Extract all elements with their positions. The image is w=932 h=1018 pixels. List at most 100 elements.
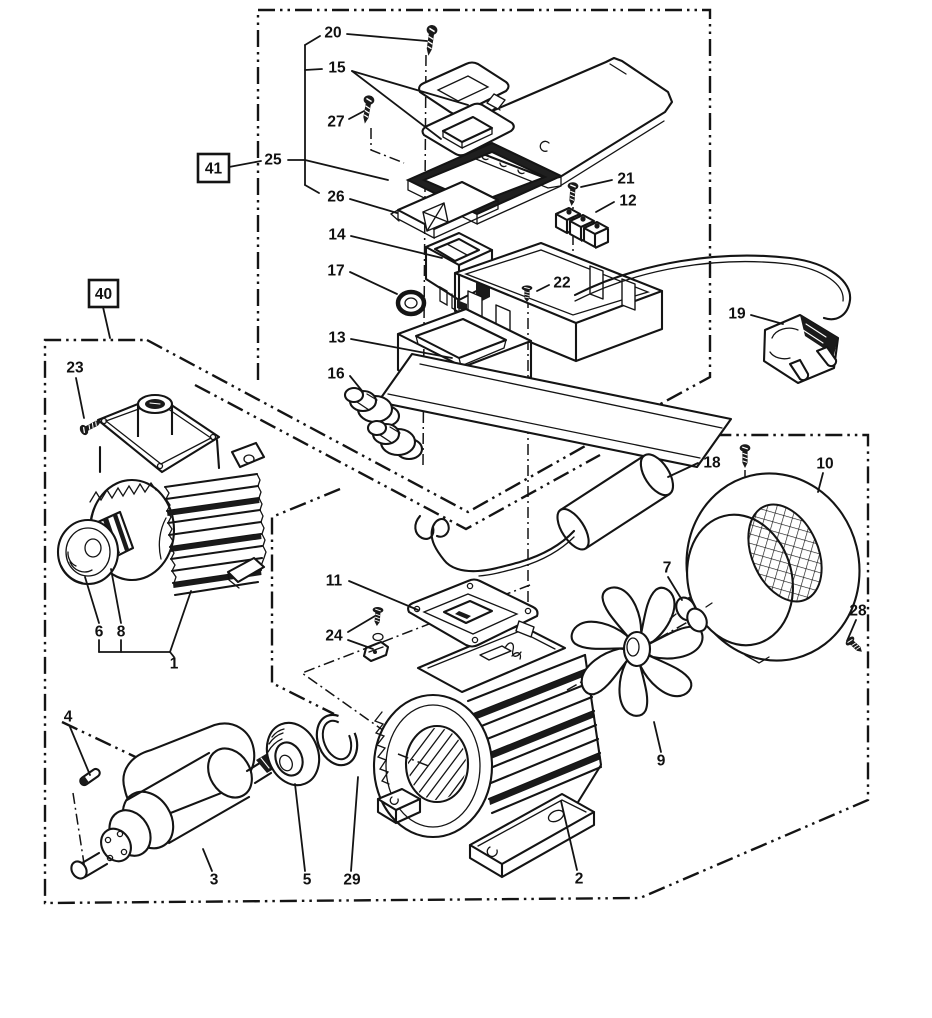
leader-19 <box>750 314 784 325</box>
leader-15 <box>351 70 469 106</box>
part-grommet-17 <box>395 289 427 317</box>
region-border-group-40-and-motor <box>43 338 870 905</box>
callout-6: 6 <box>95 624 104 641</box>
cable-clip-mark <box>539 140 550 152</box>
leader-7 <box>667 576 683 601</box>
leader-12 <box>595 201 615 213</box>
callout-4: 4 <box>64 709 73 726</box>
assembly-box-label-41: 41 <box>205 161 223 178</box>
region-border-inner-chevron <box>194 383 601 531</box>
part-fan-9 <box>570 586 704 717</box>
part-lower-frame-26 <box>389 180 500 240</box>
part-pump-unit-1 <box>56 393 267 597</box>
leader-2 <box>560 800 578 871</box>
callout-16: 16 <box>327 366 345 383</box>
leader-20 <box>346 33 428 42</box>
screw-21-icon <box>565 181 580 207</box>
leader-16 <box>349 375 364 393</box>
callout-8: 8 <box>117 624 126 641</box>
callout-2: 2 <box>575 871 584 888</box>
part-cover-plate-11 <box>407 578 539 648</box>
callout-15: 15 <box>328 60 346 77</box>
assembly-box-label-40: 40 <box>95 286 112 303</box>
callout-20: 20 <box>324 25 341 42</box>
part-motor-foot-front <box>376 787 422 825</box>
callout-1: 1 <box>170 656 179 673</box>
leader-22 <box>536 284 550 292</box>
leader-3 <box>202 848 213 872</box>
axis-screw27-axis <box>370 128 405 164</box>
callout-17: 17 <box>327 263 344 280</box>
callout-23: 23 <box>66 360 84 377</box>
leader-14 <box>350 235 443 259</box>
leader-8 <box>110 568 122 624</box>
part-cover-plate-15a <box>418 61 510 122</box>
bracket-tick-20 <box>304 35 321 46</box>
screw-27-icon <box>358 93 376 126</box>
leader-15 <box>351 70 442 140</box>
callout-29: 29 <box>343 872 361 889</box>
leader-5 <box>294 783 306 872</box>
part-power-cord <box>573 254 852 321</box>
assembly-box-41 <box>196 152 231 184</box>
leader-25 <box>304 159 389 181</box>
callout-26: 26 <box>327 189 345 206</box>
leader-27 <box>348 109 367 120</box>
region-border-group-41 <box>256 8 712 409</box>
bracket-tick-1 <box>169 651 175 658</box>
leader-18 <box>667 462 699 478</box>
box-connector-40 <box>102 306 111 339</box>
region-border-group-40-right-edge <box>270 487 341 716</box>
callout-7: 7 <box>663 560 672 577</box>
leader-21 <box>580 179 613 188</box>
callout-27: 27 <box>327 114 344 131</box>
callout-5: 5 <box>303 872 312 889</box>
assembly-box-40 <box>87 278 120 309</box>
leader-6 <box>84 576 100 624</box>
callout-3: 3 <box>210 872 219 889</box>
callout-13: 13 <box>328 330 346 347</box>
callout-25: 25 <box>264 152 282 169</box>
part-screw24-washer-clip <box>362 632 390 663</box>
leader-28 <box>846 619 857 642</box>
leader-23 <box>75 377 85 419</box>
callout-10: 10 <box>816 456 833 473</box>
leader-24 <box>347 639 374 650</box>
part-key-4 <box>79 767 101 787</box>
leader-26 <box>349 198 398 214</box>
leader-29 <box>350 776 359 872</box>
leader-17 <box>349 271 398 295</box>
bore-center-axis <box>397 753 432 768</box>
cover-screw-icon <box>738 443 752 469</box>
box-connector-41 <box>228 160 262 168</box>
callout-9: 9 <box>657 753 666 770</box>
region-border-rotor-diagonal <box>61 720 206 792</box>
part-base-skirt <box>376 352 733 469</box>
callout-24: 24 <box>325 628 343 645</box>
part-capacitor-wire <box>414 514 576 577</box>
bracket-tick-15 <box>304 68 323 71</box>
callout-12: 12 <box>619 193 636 210</box>
leader-9 <box>653 721 662 753</box>
part-motor-stator-2 <box>372 653 603 879</box>
axis-key-axis <box>72 792 86 871</box>
callout-28: 28 <box>849 603 867 620</box>
part-rotor-3 <box>70 722 299 880</box>
leader-10 <box>817 472 824 493</box>
part-box-tray <box>453 241 664 363</box>
leader-4 <box>69 726 91 776</box>
callout-18: 18 <box>703 455 721 472</box>
part-plug-19 <box>762 313 840 385</box>
callout-14: 14 <box>328 227 346 244</box>
part-terminal-block-12 <box>554 206 610 249</box>
part-capacitor-18 <box>556 453 675 551</box>
bracket-tick-26 <box>304 184 320 194</box>
leader-24 <box>347 615 376 633</box>
leader-11 <box>348 580 419 611</box>
part-cable-glands-16 <box>343 386 424 461</box>
part-bearing-5 <box>265 721 321 787</box>
callout-19: 19 <box>728 306 746 323</box>
